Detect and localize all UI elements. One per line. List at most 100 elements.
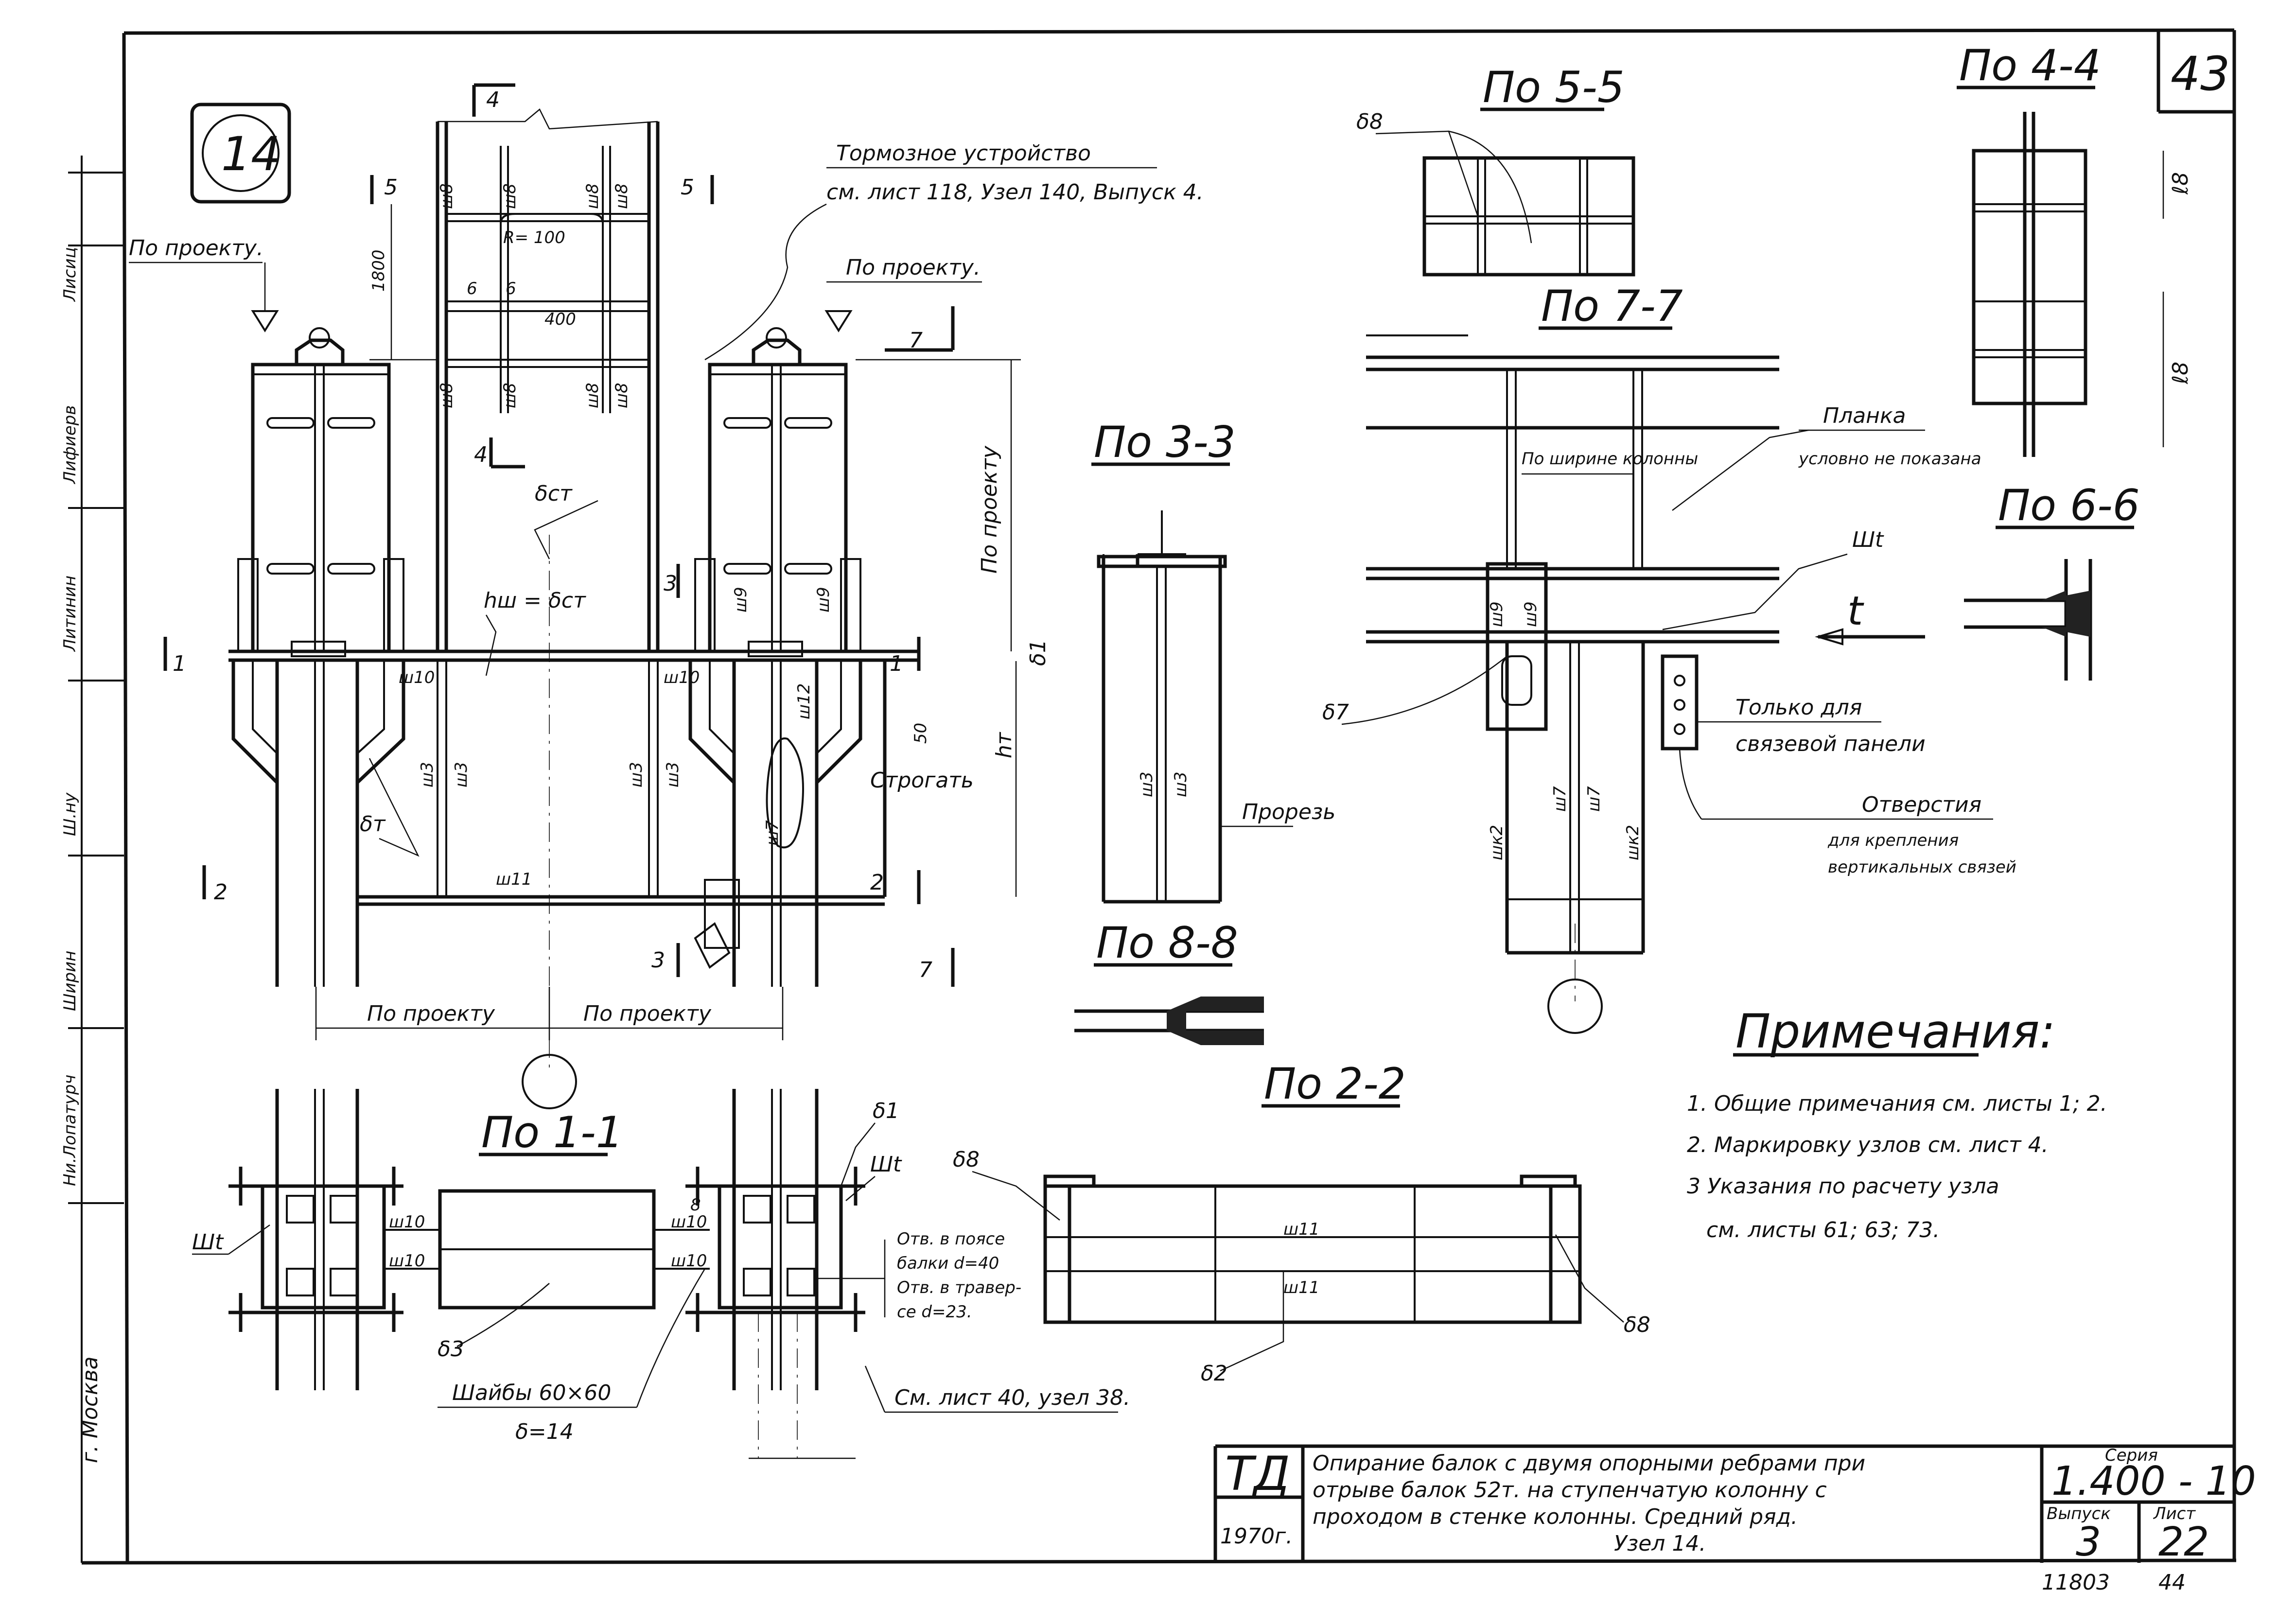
dim-by-project-2: По проекту [583,1001,712,1026]
weld-label: ш3 [418,762,437,787]
note-item: 2. Маркировку узлов см. лист 4. [1687,1133,2049,1157]
label-by-project-left: По проекту. [129,236,263,261]
dim-by-project-1: По проекту [367,1001,495,1026]
cut-mark-label: 2 [214,880,228,905]
label-wt-right: Шt [870,1152,902,1177]
section-1-1: По 1-1 ш10 ш10 ш10 ш10 [192,1089,1130,1459]
label-holes-note-2: вертикальных связей [1828,857,2016,877]
weld-label: ш8 [500,183,520,209]
label-holes-trav-2: се d=23. [897,1302,972,1322]
cut-mark-label: 3 [664,571,677,596]
weld-label: ш8 [437,183,456,209]
section-title-7-7: По 7-7 [1541,281,1683,331]
section-title-5-5: По 5-5 [1483,62,1625,112]
label-delta-8-c: δ8 [1356,109,1383,134]
strip-signature-4: Ш.ну [60,792,80,836]
weld-label: ш11 [1283,1220,1319,1239]
label-r100: R= 100 [503,228,565,247]
stamp-title-line: Опирание балок с двумя опорными ребрами … [1313,1451,1865,1476]
strip-signature-3: Литинин [60,576,80,652]
label-by-project-vertical: По проекту [977,445,1002,574]
cut-mark-label: 3 [651,948,665,973]
stamp-series-label: Серия [2105,1446,2158,1465]
weld-label: ш7 [1550,786,1570,812]
weld-label: ш3 [1137,771,1157,797]
label-by-col-width-1: По ширине колонны [1522,449,1698,469]
label-delta-8-a: δ8 [953,1147,980,1172]
label-holes-trav-1: Отв. в травер- [897,1278,1021,1297]
label-holes-chord-1: Отв. в поясе [897,1229,1005,1249]
section-title-4-4: По 4-4 [1959,40,2101,90]
weld-label: ш10 [664,668,700,687]
label-delta-st: δст [535,481,573,506]
label-strogat: Строгать [870,768,974,793]
label-50: 50 [911,723,930,744]
section-6-6: По 6-6 [1964,480,2140,681]
weld-label: ш10 [389,1212,425,1232]
section-5-5: По 5-5 δ8 [1356,62,1635,277]
stamp-org: ТД [1225,1447,1290,1501]
label-holes-chord-2: балки d=40 [897,1254,999,1273]
weld-label: ш8 [583,383,602,408]
brake-device-title: Тормозное устройство [836,141,1091,166]
weld-label: ш10 [389,1251,425,1271]
section-7-7: По 7-7 ш9 ш9 ш7 ш7 шк2 шк2 По ширине [1322,281,2016,1034]
section-2-2: По 2-2 ш11 ш11 δ8 δ8 δ2 [953,1059,1650,1386]
brake-device-ref: см. лист 118, Узел 140, Выпуск 4. [826,180,1204,205]
node-number: 14 [221,127,280,181]
section-3-3: По 3-3 ш3 ш3 Прорезь [1091,417,1335,904]
label-by-project-right: По проекту. [846,255,981,280]
label-delta-1: δ1 [1026,639,1051,666]
label-1800: 1800 [369,249,388,292]
weld-label: ш7 [1584,786,1604,812]
stamp-title-line: Узел 14. [1614,1531,1706,1556]
label-delta-7: δ7 [1322,700,1349,725]
label-planka: Планка [1823,403,1906,428]
stamp-title-line: отрыве балок 52т. на ступенчатую колонну… [1313,1478,1827,1503]
label-h-t: hт [992,732,1017,758]
section-title-6-6: По 6-6 [1998,480,2140,530]
weld-label: ш8 [500,383,520,408]
node-badge: 14 [190,103,291,204]
weld-label: ш9 [731,587,751,612]
archive-number: 11803 [2042,1570,2110,1595]
cut-mark-label: 7 [909,328,923,353]
cut-mark-label: 7 [919,958,932,982]
cut-mark-label: 4 [474,442,488,467]
cut-mark-label: 4 [486,87,500,112]
city-label: г. Москва [78,1356,103,1463]
stamp-issue-label: Выпуск [2047,1504,2111,1523]
weld-label: ш9 [814,587,833,612]
label-l8-a: ℓ8 [2168,172,2193,195]
weld-label: ш10 [671,1212,707,1232]
label-delta-1-s: δ1 [873,1099,899,1123]
label-see-sheet-40: См. лист 40, узел 38. [894,1385,1130,1410]
sheet-number: 43 [2171,47,2230,101]
label-washers-thk: δ=14 [515,1419,574,1444]
label-delta-8-b: δ8 [1624,1312,1650,1337]
label-t: t [1847,588,1864,634]
note-item: см. листы 61; 63; 73. [1706,1218,1940,1242]
label-delta-2: δ2 [1201,1361,1227,1386]
strip-signature-2: Лифиерв [60,405,80,485]
label-washers: Шайбы 60×60 [452,1381,611,1405]
section-title-8-8: По 8-8 [1096,918,1238,968]
weld-label: ш3 [452,762,471,787]
sheet-frame: г. Москва Лисиц Лифиерв Литинин Ш.ну Шир… [60,28,2237,1565]
label-holes: Отверстия [1862,792,1981,817]
main-elevation: ш8 ш8 ш8 ш8 ш8 ш8 ш8 ш8 ш3 ш3 ш3 ш3 ш10 … [129,83,1204,1109]
notes-title: Примечания: [1735,1004,2055,1059]
weld-label: ш3 [663,762,683,787]
weld-label: ш10 [671,1251,707,1271]
label-only-for: Только для [1735,695,1862,720]
cut-mark-label: 1 [173,651,186,676]
cut-mark-label: 5 [681,175,694,200]
weld-label: ш8 [612,383,631,408]
section-8-8: По 8-8 [1074,918,1264,1045]
stamp-sheet-value: 22 [2158,1519,2209,1565]
label-400: 400 [544,310,576,329]
weld-label: ш3 [627,762,646,787]
section-title-3-3: По 3-3 [1094,417,1236,467]
section-title-1-1: По 1-1 [481,1107,623,1157]
